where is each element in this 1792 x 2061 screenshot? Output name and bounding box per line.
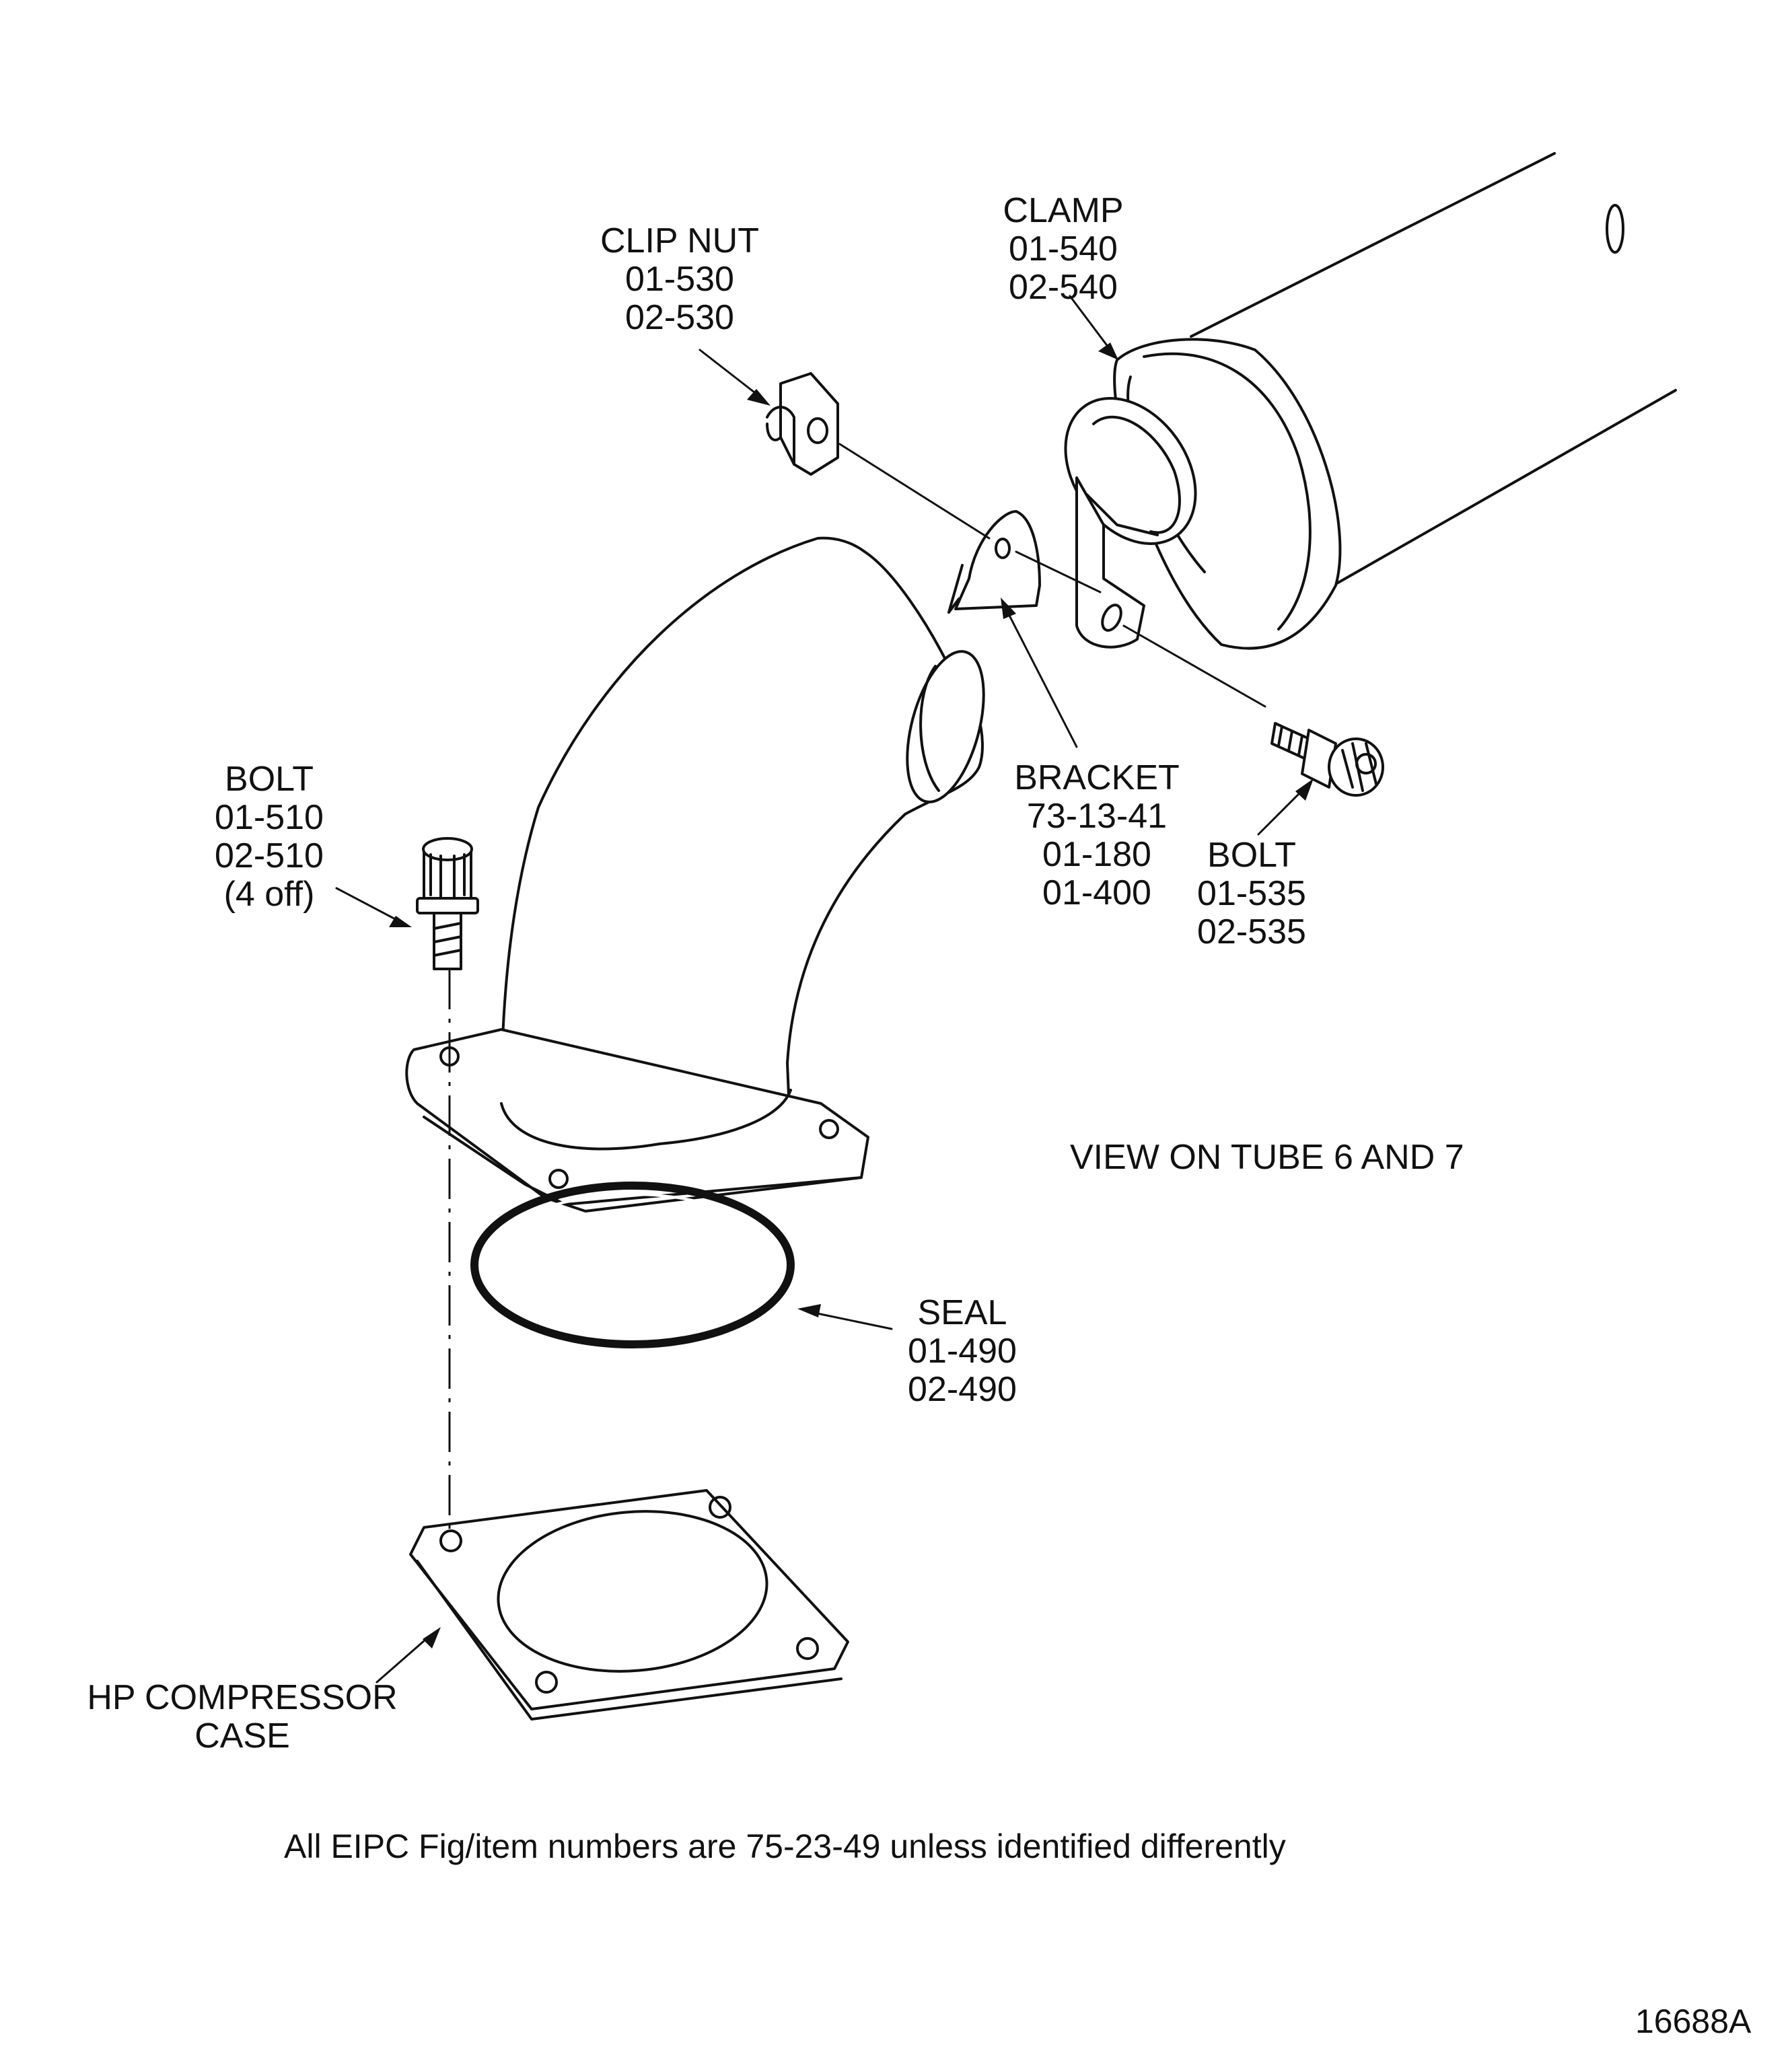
hp-compressor-case-line1: HP COMPRESSOR xyxy=(87,1678,398,1717)
clamp-ref-2: 02-540 xyxy=(1009,268,1118,307)
bracket-name: BRACKET xyxy=(1014,758,1180,797)
elbow-duct xyxy=(405,536,985,1213)
seal-name: SEAL xyxy=(917,1293,1007,1332)
bolt-right-ref-2: 02-535 xyxy=(1197,912,1306,951)
bolt-right-ref-1: 01-535 xyxy=(1197,874,1306,913)
leader-arrows xyxy=(335,295,1314,1684)
seal-ref-2: 02-490 xyxy=(908,1370,1017,1409)
bolt-right-name: BOLT xyxy=(1207,836,1296,875)
bracket-ref-3: 01-400 xyxy=(1042,873,1151,912)
bolt-right-label: BOLT 01-535 02-535 xyxy=(1151,836,1353,951)
figure-number: 16688A xyxy=(1635,2002,1752,2040)
clamp-label: CLAMP 01-540 02-540 xyxy=(962,192,1164,307)
bracket-part xyxy=(947,510,1041,614)
bolt-top-name: BOLT xyxy=(225,760,314,799)
bracket-label: BRACKET 73-13-41 01-180 01-400 xyxy=(996,759,1198,912)
bolt-top-qty: (4 off) xyxy=(223,875,315,914)
clip-nut-part xyxy=(766,372,839,476)
bracket-ref-2: 01-180 xyxy=(1042,835,1151,874)
bolt-right xyxy=(1270,722,1384,797)
hp-compressor-case-line2: CASE xyxy=(194,1716,290,1756)
bolt-top-ref-2: 02-510 xyxy=(215,836,324,875)
seal-label: SEAL 01-490 02-490 xyxy=(861,1294,1063,1409)
seal-ref-1: 01-490 xyxy=(908,1332,1017,1371)
hp-compressor-case-flange xyxy=(409,1489,849,1721)
bolt-top-ref-1: 01-510 xyxy=(215,798,324,837)
bolt-top-label: BOLT 01-510 02-510 (4 off) xyxy=(168,760,370,914)
bracket-ref-1: 73-13-41 xyxy=(1026,797,1168,836)
clamp-name: CLAMP xyxy=(1003,191,1124,230)
bolt-top-left xyxy=(416,837,479,970)
tube-6-and-7 xyxy=(1190,152,1677,597)
clamp-part xyxy=(1064,338,1342,650)
clip-nut-label: CLIP NUT 01-530 02-530 xyxy=(579,222,781,337)
seal-ring xyxy=(470,1182,795,1348)
clip-nut-ref-1: 01-530 xyxy=(625,260,734,299)
clip-nut-name: CLIP NUT xyxy=(600,221,759,260)
footnote: All EIPC Fig/item numbers are 75-23-49 u… xyxy=(284,1828,1286,1865)
clip-nut-ref-2: 02-530 xyxy=(625,298,734,337)
clamp-ref-1: 01-540 xyxy=(1009,229,1118,268)
hp-compressor-case-label: HP COMPRESSOR CASE xyxy=(74,1679,410,1756)
view-title: VIEW ON TUBE 6 AND 7 xyxy=(1070,1138,1464,1177)
